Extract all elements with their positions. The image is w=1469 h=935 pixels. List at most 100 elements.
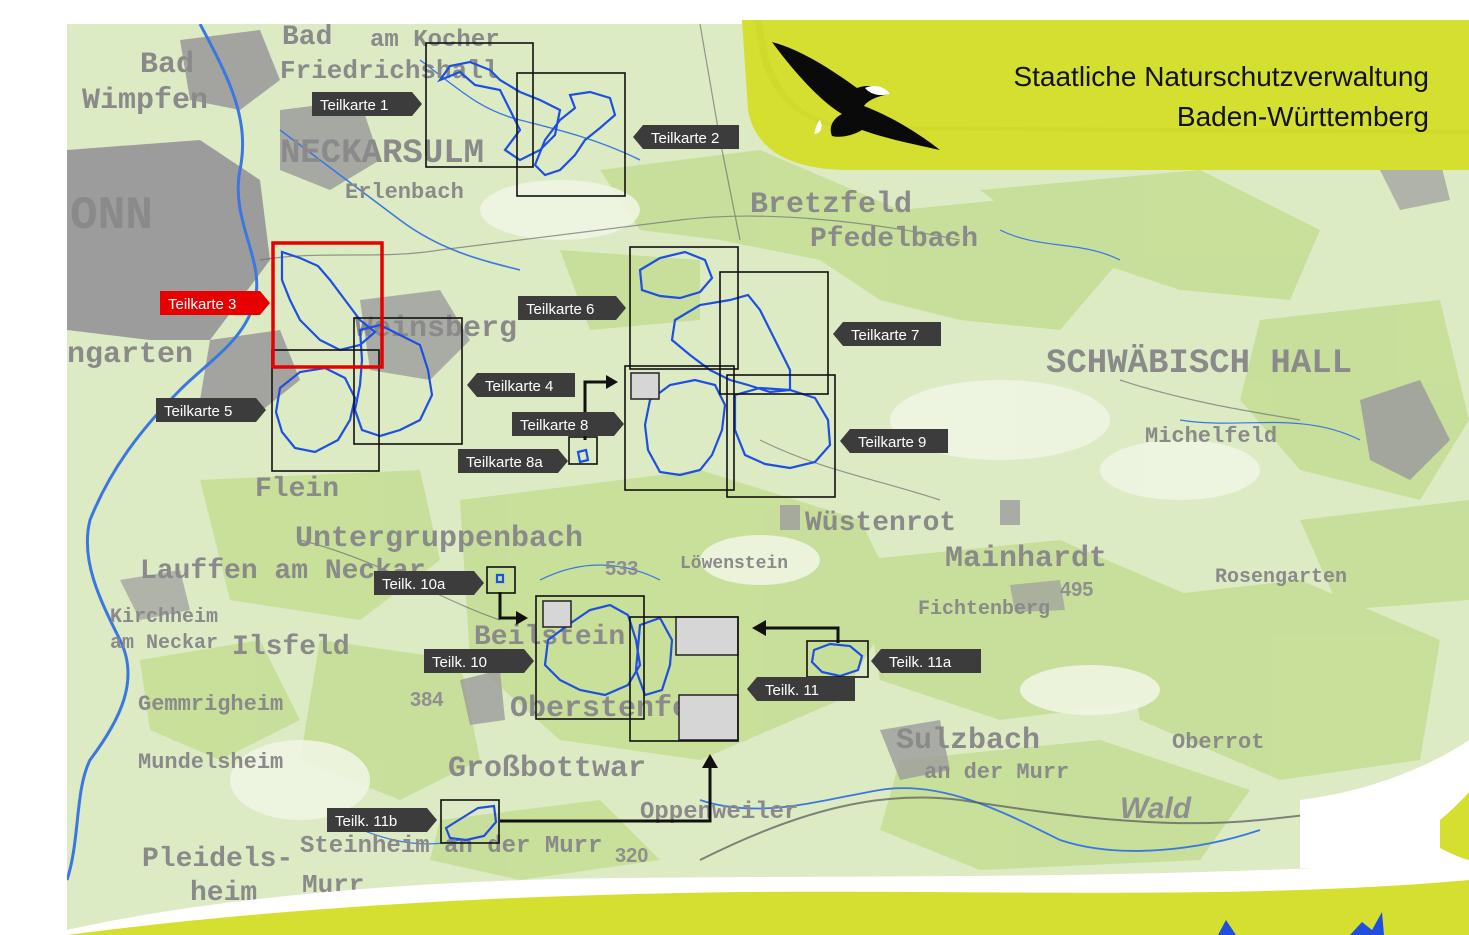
place-mundelsheim: Mundelsheim (138, 750, 283, 775)
place-untergruppenbach: Untergruppenbach (295, 522, 583, 556)
frame-teilkarte-2[interactable] (516, 72, 626, 197)
tag-teilkarte-10[interactable]: Teilk. 10 (424, 649, 534, 673)
rivers (67, 24, 1361, 881)
tag-teilkarte-11b[interactable]: Teilk. 11b (327, 808, 437, 832)
tag-teilkarte-8a[interactable]: Teilkarte 8a (458, 449, 568, 473)
frame-teilkarte-9[interactable] (726, 374, 836, 498)
tag-teilkarte-7[interactable]: Teilkarte 7 (833, 322, 941, 346)
settlements (67, 30, 1450, 780)
frame-teilkarte-6[interactable] (629, 246, 739, 370)
eagle-icon (772, 42, 940, 150)
tag-shape-8[interactable] (512, 412, 624, 436)
arrow-11b (500, 768, 712, 823)
tag-shape-10a[interactable] (374, 571, 484, 595)
place-schwaebisch-hall: SCHWÄBISCH HALL (1046, 345, 1352, 383)
place-wuestenrot: Wüstenrot (805, 508, 956, 539)
connector-arrows (498, 380, 840, 823)
header-line-2: Baden-Württemberg (1177, 101, 1429, 132)
tag-teilkarte-10a[interactable]: Teilk. 10a (374, 571, 484, 595)
tag-shape-11b[interactable] (327, 808, 437, 832)
tag-shape-7[interactable] (833, 322, 941, 346)
tag-shape-11a[interactable] (871, 649, 981, 673)
place-mainhardt: Mainhardt (945, 542, 1107, 576)
tag-shape-10[interactable] (424, 649, 534, 673)
tag-teilkarte-6[interactable]: Teilkarte 6 (518, 296, 626, 320)
tag-teilkarte-11a[interactable]: Teilk. 11a (871, 649, 981, 673)
frame-teilkarte-8a[interactable] (568, 436, 598, 465)
arrow-heads (516, 375, 766, 768)
tag-shape-6[interactable] (518, 296, 626, 320)
place-oberrot: Oberrot (1172, 730, 1264, 755)
place-sulzbach: Sulzbach (896, 724, 1040, 758)
frame-teilkarte-11b[interactable] (440, 799, 500, 844)
brand-shade (755, 20, 1469, 134)
tag-shape-8a[interactable] (458, 449, 568, 473)
arrow-10a (498, 592, 520, 620)
place-am-neckar: am Neckar (110, 632, 218, 655)
arrow-11a (765, 626, 840, 643)
tag-teilkarte-8[interactable]: Teilkarte 8 (512, 412, 624, 436)
area-7 (670, 293, 792, 394)
frame-teilkarte-4[interactable] (353, 317, 463, 445)
elevation-384: 384 (410, 689, 444, 711)
tag-shape-3[interactable] (160, 291, 270, 315)
bottom-swoosh (67, 740, 1469, 935)
tag-teilkarte-11[interactable]: Teilk. 11 (747, 677, 855, 701)
tag-teilkarte-1[interactable]: Teilkarte 1 (312, 92, 422, 116)
tag-label-7: Teilkarte 7 (851, 327, 919, 344)
teilkarte-frames (271, 42, 869, 844)
frame-teilkarte-3[interactable] (271, 241, 384, 369)
tag-shape-9[interactable] (840, 429, 948, 453)
frame-teilkarte-8[interactable] (624, 365, 735, 491)
place-bad: Bad (140, 48, 194, 82)
elevation-495: 495 (1060, 579, 1093, 601)
place-am-kocher: am Kocher (370, 27, 500, 54)
place-labels: Bad Wimpfen Bad am Kocher Friedrichshall… (67, 22, 1352, 909)
frame-teilkarte-1[interactable] (425, 42, 534, 168)
place-grossbottwar: Großbottwar (448, 752, 646, 786)
place-friedrichshall: Friedrichshall (280, 56, 498, 86)
inset-11b-placeholder (678, 694, 739, 741)
tag-label-3: Teilkarte 3 (168, 296, 236, 313)
inset-11a-placeholder (675, 616, 739, 656)
tag-teilkarte-4[interactable]: Teilkarte 4 (467, 373, 575, 397)
frame-teilkarte-11[interactable] (629, 616, 739, 742)
frame-teilkarte-7[interactable] (719, 271, 829, 395)
place-fichtenberg: Fichtenberg (918, 598, 1050, 621)
tag-label-10: Teilk. 10 (432, 654, 487, 671)
logo-mark-2 (1350, 912, 1384, 935)
elevation-533: 533 (605, 558, 638, 580)
tag-teilkarte-5[interactable]: Teilkarte 5 (156, 398, 266, 422)
place-kirchheim: Kirchheim (110, 606, 218, 629)
place-michelfeld: Michelfeld (1145, 424, 1277, 449)
place-bretzfeld: Bretzfeld (750, 188, 912, 222)
place-gemmrigheim: Gemmrigheim (138, 692, 283, 717)
arrow-head-11a (752, 620, 766, 636)
tag-shape-5[interactable] (156, 398, 266, 422)
area-8a (576, 448, 590, 464)
area-11 (634, 616, 674, 697)
tag-teilkarte-2[interactable]: Teilkarte 2 (633, 125, 739, 149)
logo-mark-1 (1218, 920, 1236, 935)
tag-teilkarte-3[interactable]: Teilkarte 3 (160, 291, 270, 315)
tag-shape-11[interactable] (747, 677, 855, 701)
area-6 (638, 250, 714, 300)
place-bad-2: Bad (282, 22, 332, 53)
header-panel: Staatliche Naturschutzverwaltung Baden-W… (742, 20, 1469, 170)
elevation-320: 320 (615, 845, 648, 867)
place-erlenbach: Erlenbach (345, 180, 464, 205)
tag-teilkarte-9[interactable]: Teilkarte 9 (840, 429, 948, 453)
frame-teilkarte-5[interactable] (271, 349, 380, 472)
frame-teilkarte-10[interactable] (535, 595, 645, 720)
tag-shape-4[interactable] (467, 373, 575, 397)
arrow-head-11b (702, 754, 718, 768)
place-rosengarten: Rosengarten (1215, 566, 1347, 589)
place-pleidelsheim-1: Pleidels- (142, 844, 293, 875)
area-8 (643, 378, 727, 477)
area-3 (280, 250, 377, 352)
place-wimpfen: Wimpfen (82, 84, 208, 118)
tag-shape-1[interactable] (312, 92, 422, 116)
tag-shape-2[interactable] (633, 125, 739, 149)
tag-label-9: Teilkarte 9 (858, 434, 926, 451)
